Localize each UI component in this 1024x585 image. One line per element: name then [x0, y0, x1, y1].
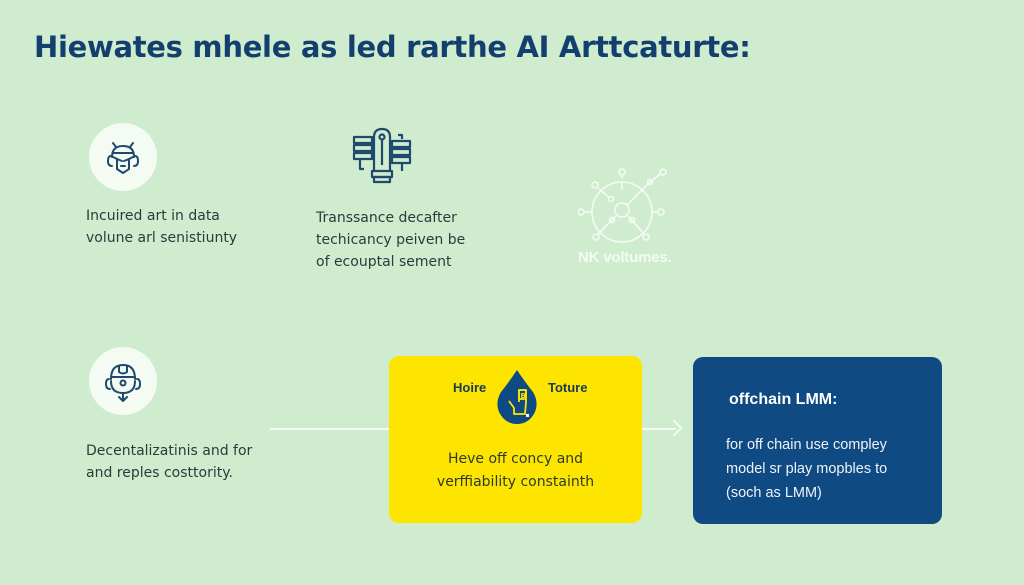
- blue-box-body: for off chain use compley model sr play …: [726, 437, 888, 501]
- page-title: Hiewates mhele as led rarthe AI Arttcatu…: [34, 30, 751, 64]
- nk-volumes-label: NK voltumes.: [578, 249, 672, 266]
- robot-head-icon: [107, 142, 139, 174]
- arrow-right-icon: [665, 419, 683, 437]
- robot-helmet-icon: [105, 364, 141, 402]
- caption-decentralization: Decentalizatinis and for and reples cost…: [86, 443, 253, 481]
- connector-line-right: [642, 428, 676, 430]
- hand-drop-icon: B: [497, 370, 537, 424]
- network-node-icon: [578, 168, 667, 243]
- caption-data-sensitivity: Incuired art in data volune arl senistiu…: [86, 208, 238, 246]
- offchain-lmm-box: offchain LMM: for off chain use compley …: [693, 357, 942, 524]
- connector-line-left: [270, 428, 390, 430]
- blue-box-heading: offchain LMM:: [729, 391, 838, 408]
- yellow-box-left-label: Hoire: [453, 380, 487, 395]
- caption-transsance: Transsance decafter techicancy peiven be…: [316, 210, 466, 270]
- yellow-box-body: Heve off concy and verffiability constai…: [436, 451, 595, 490]
- yellow-box-right-label: Toture: [548, 380, 588, 395]
- robot-helmet-icon-badge: [89, 347, 157, 415]
- robot-head-icon-badge: [89, 123, 157, 191]
- svg-text:B: B: [521, 392, 526, 400]
- verifiability-box: Hoire B Toture Heve off concy and verffi…: [389, 356, 642, 523]
- circuit-chip-icon: [352, 127, 412, 184]
